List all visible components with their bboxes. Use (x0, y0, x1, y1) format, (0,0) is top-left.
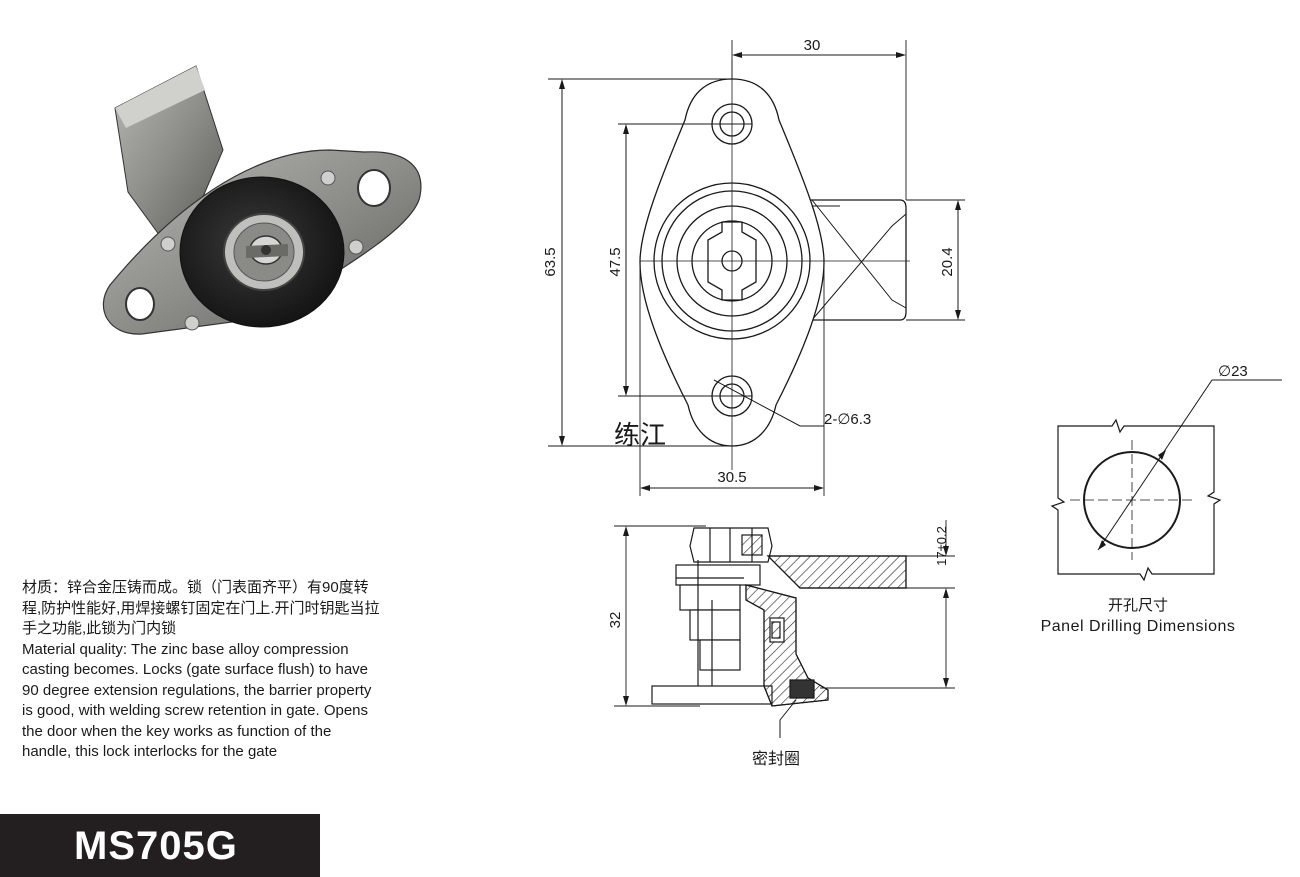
description-en-line: is good, with welding screw retention in… (22, 702, 369, 719)
dim-holes: 2-∅6.3 (824, 411, 871, 428)
dim-top-width: 30 (804, 37, 821, 54)
dim-side-height: 32 (607, 612, 624, 629)
panel-drilling-view (1050, 379, 1282, 582)
dim-tongue-width: 20.4 (939, 247, 956, 276)
description-cn-line: 程,防护性能好,用焊接螺钉固定在门上.开门时钥匙当拉 (22, 599, 380, 617)
watermark: 练江 (614, 421, 666, 451)
model-number: MS705G (74, 824, 238, 868)
dim-panel-hole: ∅23 (1218, 363, 1248, 380)
product-photo (102, 65, 422, 335)
dim-total-height: 63.5 (542, 247, 559, 276)
description-en-line: the door when the key works as function … (22, 722, 332, 740)
description-en-line: casting becomes. Locks (gate surface flu… (22, 661, 369, 678)
panel-drilling-labels: ∅23 开孔尺寸 Panel Drilling Dimensions (1041, 363, 1248, 635)
seal-label: 密封圈 (752, 750, 800, 768)
description-cn-line: 材质：锌合金压铸而成。锁（门表面齐平）有90度转 (22, 579, 369, 596)
front-view-labels: 30 63.5 47.5 20.4 30.5 2-∅6.3 练江 (542, 37, 956, 486)
dim-tongue-height: 17±0.2 (934, 526, 949, 566)
dim-hole-spacing: 47.5 (607, 247, 624, 276)
description-en-line: Material quality: The zinc base alloy co… (22, 640, 349, 658)
dim-base-width: 30.5 (717, 469, 746, 486)
front-view (548, 40, 965, 496)
side-view-labels: 32 17±0.2 密封圈 (607, 526, 949, 768)
side-section-view (614, 520, 955, 738)
panel-title-en: Panel Drilling Dimensions (1041, 618, 1236, 635)
description-cn-line: 手之功能,此锁为门内锁 (22, 620, 177, 637)
model-banner: MS705G (0, 814, 320, 877)
description-en-line: 90 degree extension regulations, the bar… (22, 681, 372, 699)
product-description: 材质：锌合金压铸而成。锁（门表面齐平）有90度转 程,防护性能好,用焊接螺钉固定… (22, 578, 442, 763)
panel-title-cn: 开孔尺寸 (1108, 597, 1168, 614)
description-en-line: handle, this lock interlocks for the gat… (22, 743, 278, 760)
